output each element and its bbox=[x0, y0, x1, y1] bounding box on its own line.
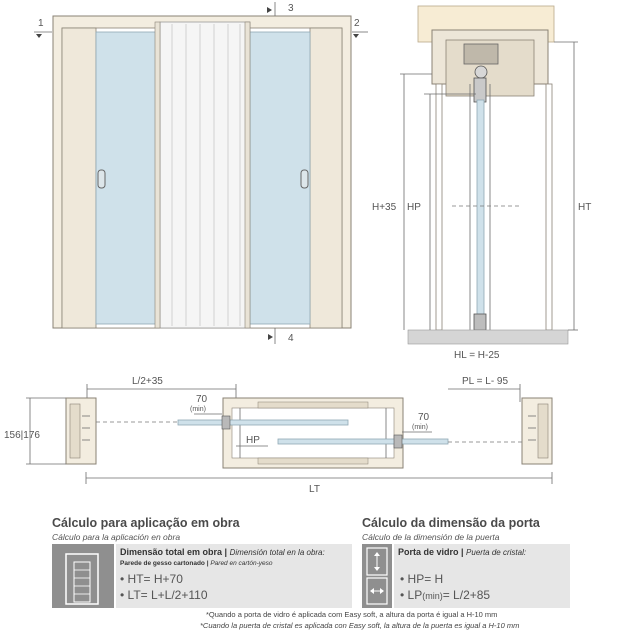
svg-text:2: 2 bbox=[354, 18, 360, 29]
left-handle bbox=[97, 169, 106, 189]
section-roller bbox=[474, 65, 488, 79]
section-floor-guide bbox=[473, 313, 487, 331]
door-dimension-icon bbox=[366, 547, 388, 605]
svg-text:HP: HP bbox=[407, 202, 421, 213]
section-hanger bbox=[473, 77, 487, 103]
calculation-panel: Cálculo para aplicação em obra Cálculo p… bbox=[0, 512, 620, 632]
left-glass-door bbox=[95, 31, 157, 325]
formula-hp: • HP= H bbox=[400, 572, 444, 586]
door-frame-icon bbox=[65, 553, 99, 605]
plan-left-door bbox=[177, 419, 349, 426]
right-jamb bbox=[309, 27, 343, 329]
svg-text:3: 3 bbox=[288, 3, 294, 14]
marker-3: 3 bbox=[267, 2, 294, 16]
marker-2: 2 bbox=[352, 18, 368, 38]
svg-text:H+35: H+35 bbox=[372, 202, 397, 213]
left-door-edge bbox=[154, 21, 161, 329]
right-glass-door bbox=[249, 31, 311, 325]
svg-text:HP: HP bbox=[246, 435, 260, 446]
svg-text:70: 70 bbox=[418, 412, 430, 423]
plan-left-stop bbox=[221, 415, 231, 430]
formula-ht: • HT= H+70 bbox=[120, 572, 183, 586]
center-pleats bbox=[171, 24, 241, 326]
section-left-side bbox=[435, 83, 443, 331]
svg-text:HL = H-25: HL = H-25 bbox=[454, 350, 500, 361]
svg-text:1: 1 bbox=[38, 18, 44, 29]
frame-icon-box bbox=[52, 544, 114, 608]
plan-center-frame bbox=[222, 397, 404, 469]
right-door-edge bbox=[244, 21, 251, 329]
plan-view: L/2+35 PL = L- 95 70 (min) 70 (min) bbox=[4, 376, 553, 495]
center-panel bbox=[159, 21, 251, 329]
plan-right-stop bbox=[393, 434, 403, 449]
calc-right-subtitle: Cálculo de la dimensión de la puerta bbox=[362, 532, 500, 542]
section-floor bbox=[407, 329, 569, 345]
svg-text:4: 4 bbox=[288, 333, 294, 344]
svg-text:LT: LT bbox=[309, 484, 320, 495]
plan-left-wall bbox=[65, 397, 97, 465]
formula-lp: • LP(min)= L/2+85 bbox=[400, 588, 491, 602]
svg-text:70: 70 bbox=[196, 394, 208, 405]
calc-left-wall-type: Parede de gesso cartonado | Pared en car… bbox=[120, 560, 273, 567]
calc-right-head: Porta de vidro | Puerta de cristal: bbox=[398, 547, 527, 557]
section-right-side bbox=[545, 83, 553, 331]
left-jamb bbox=[61, 27, 97, 329]
calc-left-head: Dimensão total em obra | Dimensión total… bbox=[120, 547, 325, 557]
note-pt: *Quando a porta de vidro é aplicada com … bbox=[206, 610, 498, 619]
section-glass bbox=[476, 99, 485, 319]
plan-right-wall bbox=[521, 397, 553, 465]
svg-text:PL = L- 95: PL = L- 95 bbox=[462, 376, 508, 387]
section-track bbox=[463, 43, 499, 65]
door-icon-box bbox=[362, 544, 392, 608]
calc-left-subtitle: Cálculo para la aplicación en obra bbox=[52, 532, 181, 542]
calc-left-box bbox=[116, 544, 352, 608]
note-es: *Cuando la puerta de cristal es aplicada… bbox=[200, 621, 520, 630]
right-handle bbox=[300, 169, 309, 189]
calc-right-title: Cálculo da dimensão da porta bbox=[362, 516, 540, 530]
formula-lt: • LT= L+L/2+110 bbox=[120, 588, 208, 602]
calc-right-box bbox=[394, 544, 570, 608]
svg-text:(min): (min) bbox=[412, 424, 428, 431]
svg-text:156|176: 156|176 bbox=[4, 430, 40, 441]
calc-left-title: Cálculo para aplicação em obra bbox=[52, 516, 240, 530]
marker-4: 4 bbox=[268, 328, 294, 344]
svg-text:HT: HT bbox=[578, 202, 591, 213]
svg-text:L/2+35: L/2+35 bbox=[132, 376, 163, 387]
front-elevation: 1 2 3 4 bbox=[34, 2, 368, 344]
svg-text:(min): (min) bbox=[190, 406, 206, 413]
marker-1: 1 bbox=[34, 18, 52, 38]
plan-right-door bbox=[277, 438, 449, 445]
vertical-section: H+35 HP HT HL = H-25 bbox=[372, 5, 591, 361]
